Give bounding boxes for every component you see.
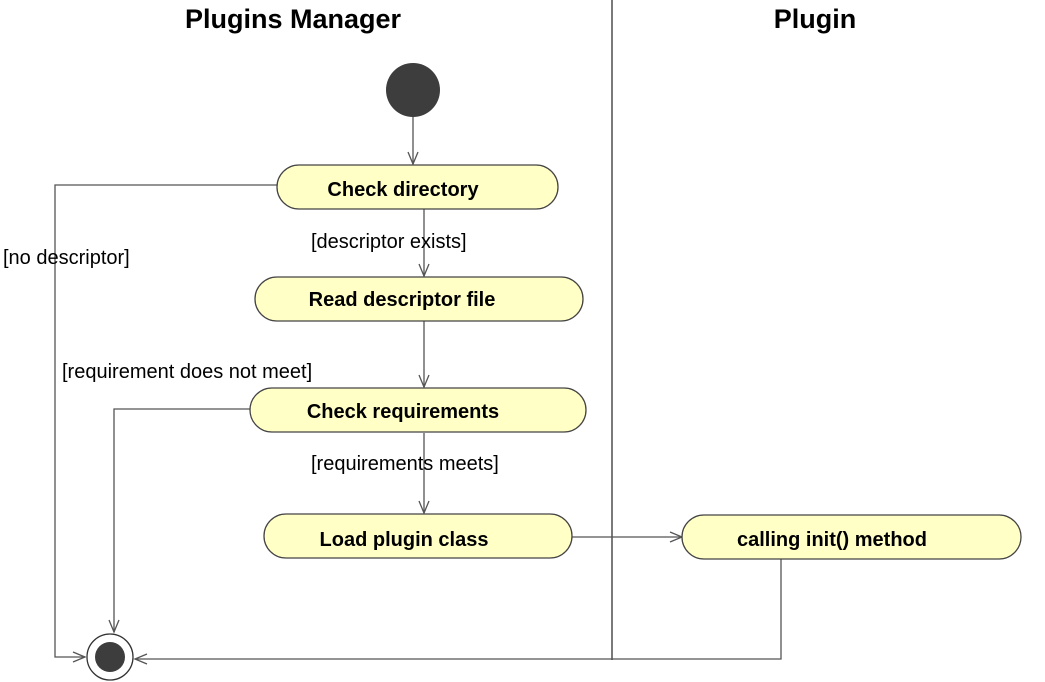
action-calling-init-method[interactable]: calling init() method [681, 514, 1022, 560]
action-calling-init-method-label: calling init() method [737, 529, 927, 551]
guard-requirements-meets: [requirements meets] [311, 453, 499, 475]
final-node[interactable] [86, 633, 134, 681]
initial-node[interactable] [386, 63, 440, 117]
flow-no-descriptor-to-final [54, 184, 277, 663]
guard-no-descriptor: [no descriptor] [3, 247, 130, 269]
action-read-descriptor-file[interactable]: Read descriptor file [254, 276, 584, 322]
action-load-plugin-class-label: Load plugin class [320, 529, 489, 551]
swimlane-title-plugin: Plugin [774, 4, 857, 34]
flow-calling-init-to-final [133, 559, 782, 665]
flow-requirement-not-met-to-final [108, 408, 250, 634]
action-load-plugin-class[interactable]: Load plugin class [263, 513, 573, 559]
action-read-descriptor-file-label: Read descriptor file [309, 289, 496, 311]
action-check-directory[interactable]: Check directory [276, 164, 559, 210]
action-check-requirements-label: Check requirements [307, 401, 499, 423]
guard-descriptor-exists: [descriptor exists] [311, 231, 467, 253]
swimlane-title-plugins-manager: Plugins Manager [185, 4, 402, 34]
guard-requirement-does-not-meet: [requirement does not meet] [62, 361, 312, 383]
action-check-directory-label: Check directory [327, 179, 479, 201]
action-check-requirements[interactable]: Check requirements [249, 387, 587, 433]
